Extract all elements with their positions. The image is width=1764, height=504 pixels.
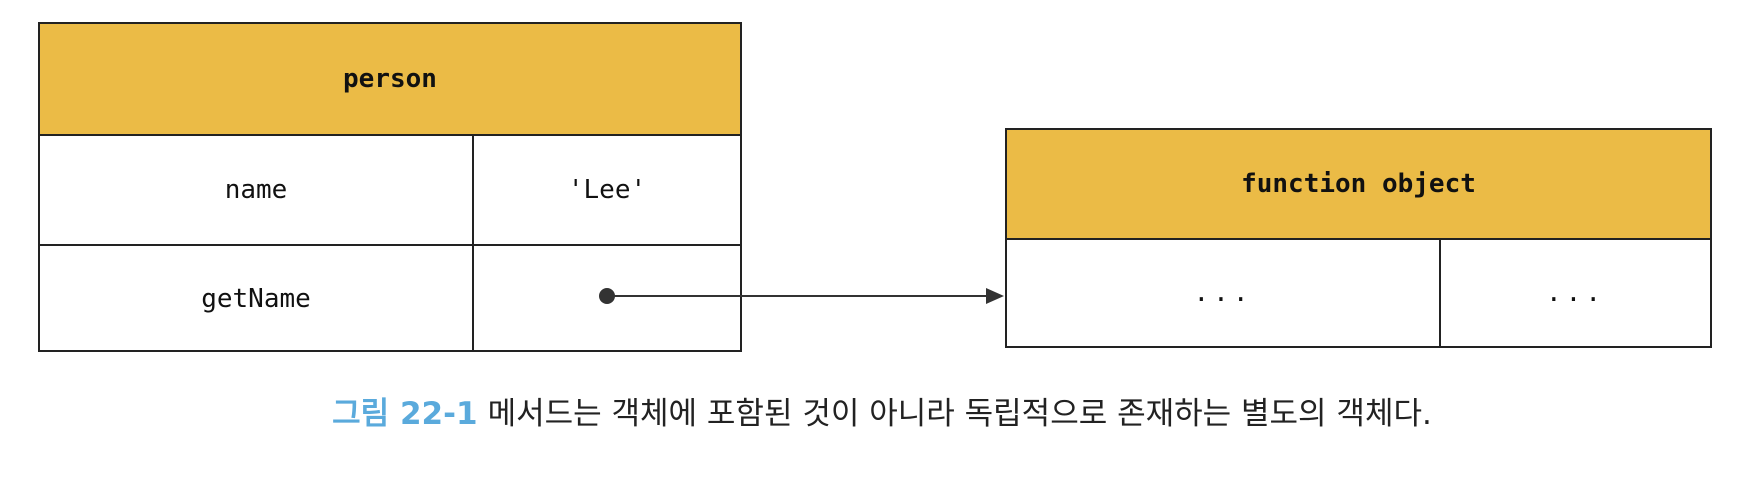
person-property-row-name: name 'Lee' bbox=[40, 136, 740, 244]
function-object-cell-1: ... bbox=[1193, 278, 1253, 308]
person-property-row-getname: getName bbox=[40, 244, 740, 352]
property-key-name: name bbox=[224, 175, 288, 205]
property-value-name: 'Lee' bbox=[472, 136, 740, 244]
person-object-box: person name 'Lee' getName bbox=[38, 22, 742, 352]
property-value-getname-reference bbox=[472, 246, 740, 352]
property-key-getname: getName bbox=[201, 284, 311, 314]
figure-caption-text: 메서드는 객체에 포함된 것이 아니라 독립적으로 존재하는 별도의 객체다. bbox=[487, 396, 1432, 432]
reference-arrowhead bbox=[986, 288, 1004, 304]
function-object-title: function object bbox=[1007, 130, 1710, 240]
function-object-box: function object ... ... bbox=[1005, 128, 1712, 348]
function-object-row: ... ... bbox=[1007, 240, 1710, 346]
person-object-title: person bbox=[40, 24, 740, 136]
figure-label: 그림 22-1 bbox=[332, 396, 478, 432]
function-object-cell-2: ... bbox=[1439, 240, 1710, 346]
